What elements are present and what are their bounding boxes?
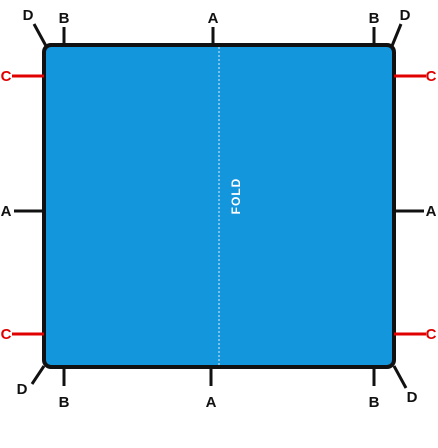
label-c-left-bottom: C: [1, 326, 12, 343]
label-d-bottom-left: D: [17, 381, 28, 398]
label-b-top-left: B: [59, 10, 70, 27]
label-a-right: A: [426, 203, 437, 220]
label-b-top-right: B: [369, 10, 380, 27]
tie-d-top-right: [390, 23, 403, 47]
tie-d-bottom-left: [30, 365, 46, 385]
fold-label: FOLD: [229, 178, 243, 215]
label-c-right-bottom: C: [426, 326, 437, 343]
label-c-right-top: C: [426, 68, 437, 85]
label-d-bottom-right: D: [407, 389, 418, 406]
tie-d-top-left: [32, 23, 48, 47]
label-a-bottom: A: [206, 394, 217, 411]
label-a-left: A: [1, 203, 12, 220]
label-a-top: A: [208, 10, 219, 27]
tarp-panel: [42, 43, 396, 369]
label-d-top-left: D: [23, 7, 34, 24]
label-b-bottom-right: B: [369, 394, 380, 411]
label-d-top-right: D: [400, 7, 411, 24]
label-b-bottom-left: B: [59, 394, 70, 411]
label-c-left-top: C: [1, 68, 12, 85]
tie-d-bottom-right: [392, 365, 408, 389]
